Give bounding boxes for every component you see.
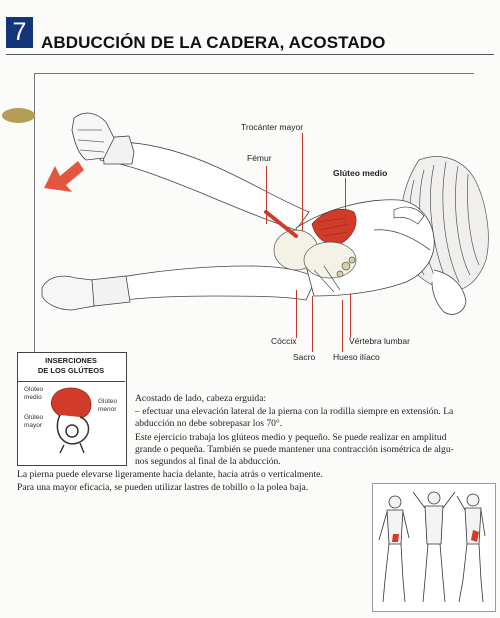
paragraph-3-line3: nos segundos al final de la abducción.	[135, 456, 281, 467]
leader-trochanter	[302, 133, 303, 231]
paragraph-1: Acostado de lado, cabeza erguida:	[135, 393, 267, 404]
label-gluteus-medius: Glúteo medio	[333, 168, 388, 178]
label-sacrum: Sacro	[293, 352, 316, 362]
leader-gluteus	[345, 178, 346, 230]
frame-line-left	[34, 73, 35, 353]
anatomy-figures-box	[372, 483, 496, 612]
paragraph-2-line1: – efectuar una elevación lateral de la p…	[135, 406, 454, 417]
label-coccyx: Cóccix	[271, 336, 297, 346]
paragraph-4: La pierna puede elevarse ligeramente hac…	[17, 469, 323, 480]
section-tab-oval	[2, 108, 35, 123]
pelvis-skeleton	[273, 229, 357, 293]
insertions-title-line2: DE LOS GLÚTEOS	[37, 366, 105, 375]
arm	[393, 206, 425, 225]
page-title: ABDUCCIÓN DE LA CADERA, ACOSTADO	[41, 33, 386, 52]
leader-sacrum	[312, 296, 313, 352]
title-rule	[6, 54, 494, 55]
leader-coccyx	[296, 290, 297, 338]
label-trochanter: Trocánter mayor	[241, 122, 304, 132]
lower-leg	[41, 265, 317, 311]
label-iliac: Hueso ilíaco	[333, 352, 380, 362]
motion-arrow	[44, 161, 84, 192]
paragraph-2-line2: abducción no debe sobrepasar los 70°.	[135, 418, 283, 429]
pelvis-diagram	[50, 387, 92, 454]
insertions-title: INSERCIONES DE LOS GLÚTEOS	[17, 352, 125, 382]
leader-iliac	[342, 300, 343, 352]
insertions-title-line1: INSERCIONES	[45, 356, 97, 365]
label-femur: Fémur	[247, 153, 272, 163]
paragraph-3-line2: grande o pequeña. También se puede mante…	[135, 444, 454, 455]
leader-femur	[266, 166, 267, 224]
paragraph-5: Para una mayor eficacia, se pueden utili…	[17, 482, 309, 493]
leader-lumbar	[350, 294, 351, 338]
femur-bone	[264, 210, 298, 238]
frame-line-top	[34, 73, 474, 74]
paragraph-3-line1: Este ejercicio trabaja los glúteos medio…	[135, 432, 447, 443]
exercise-number-badge: 7	[6, 17, 33, 48]
anatomy-figures	[378, 491, 486, 603]
exercise-illustration	[41, 112, 489, 315]
label-lumbar: Vértebra lumbar	[349, 336, 410, 346]
raised-leg	[71, 112, 310, 231]
